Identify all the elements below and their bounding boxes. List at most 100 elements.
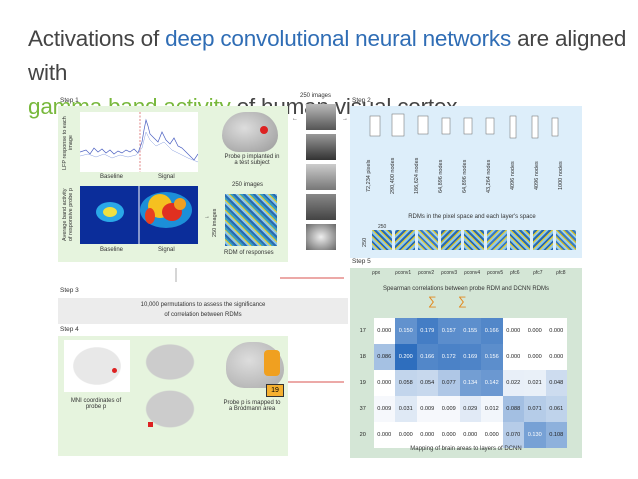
step1-label: Step 1: [60, 97, 79, 104]
stimulus-image: [306, 104, 336, 130]
heatmap-row-label: 20: [359, 432, 366, 438]
band-signal-label: Signal: [158, 247, 175, 253]
sum-icon: ∑: [428, 294, 437, 308]
rdm-thumb: [533, 230, 553, 250]
step5-label: Step 5: [352, 258, 371, 265]
probe-marker-icon: [260, 126, 268, 134]
rho-fc8: ρfc8: [556, 270, 566, 276]
lfp-trace: [79, 112, 199, 172]
band-baseline-label: Baseline: [100, 247, 124, 253]
rdm-thumb: [395, 230, 415, 250]
probe-marker-icon: [148, 422, 153, 427]
spearman-caption: Spearman correlations between probe RDM …: [382, 286, 550, 292]
arrow-left-icon: ←: [292, 116, 298, 122]
title-part3: are aligned with: [28, 26, 627, 85]
stimulus-image: [306, 194, 336, 220]
heatmap-cell: 0.000: [395, 422, 417, 448]
lfp-baseline-label: Baseline: [100, 174, 124, 180]
heatmap-cell: 0.048: [545, 370, 567, 396]
rho-conv3: ρconv3: [441, 270, 458, 276]
heatmap-cell: 0.009: [373, 396, 395, 422]
rdm-thumb: [487, 230, 507, 250]
heatmap-cell: 0.172: [438, 344, 460, 370]
rdm-thumb: [372, 230, 392, 250]
heatmap-cell: 0.000: [545, 344, 567, 370]
top-images-label: 250 images: [300, 93, 332, 99]
heatmap-cell: 0.000: [416, 422, 438, 448]
brain-back-view: [140, 386, 200, 432]
rdm-thumb: [441, 230, 461, 250]
spectrogram-image: [80, 186, 198, 244]
brodmann-area-badge: 19: [266, 384, 284, 397]
heatmap-cell: 0.021: [524, 370, 546, 396]
heatmap-cell: 0.000: [502, 318, 524, 344]
heatmap-cell: 0.000: [373, 370, 395, 396]
rho-px: ρpx: [372, 270, 381, 276]
brodmann-brain: [226, 342, 284, 388]
stimulus-image: [306, 134, 336, 160]
rdm-dim-top: 250: [378, 224, 387, 230]
heatmap-cell: 0.009: [438, 396, 460, 422]
heatmap-cell: 0.061: [545, 396, 567, 422]
rho-fc7: ρfc7: [533, 270, 543, 276]
heatmap-cell: 0.054: [416, 370, 438, 396]
heatmap-cell: 0.070: [502, 422, 524, 448]
layer-rdms: [372, 230, 578, 254]
heatmap-cell: 0.000: [481, 422, 503, 448]
rho-conv1: ρconv1: [395, 270, 412, 276]
heatmap-cell: 0.086: [373, 344, 395, 370]
heatmap-cell: 0.000: [545, 318, 567, 344]
rdm-caption: RDMs in the pixel space and each layer's…: [408, 214, 536, 220]
heatmap-row-label: 19: [359, 380, 366, 386]
brain-side-view: [64, 340, 130, 392]
dcnn-architecture: [369, 113, 559, 139]
heatmap-cell: 0.058: [395, 370, 417, 396]
step3-panel: [58, 298, 348, 324]
heatmap-cell: 0.157: [438, 318, 460, 344]
heatmap-cell: 0.179: [416, 318, 438, 344]
heatmap-footer: Mapping of brain areas to layers of DCNN: [410, 446, 522, 452]
title-highlight-dcnn: deep convolutional neural networks: [165, 26, 512, 51]
rdm-thumb: [464, 230, 484, 250]
step4-label: Step 4: [60, 326, 79, 333]
heatmap-cell: 0.130: [524, 422, 546, 448]
heatmap-cell: 0.031: [395, 396, 417, 422]
heatmap-cell: 0.000: [438, 422, 460, 448]
arrow-right-icon: →: [342, 116, 348, 122]
rho-conv4: ρconv4: [464, 270, 481, 276]
title-part1: Activations of: [28, 26, 166, 51]
brain-top-view: [140, 340, 200, 384]
heatmap-row-label: 37: [359, 406, 366, 412]
heatmap-cell: 0.012: [481, 396, 503, 422]
heatmap-cell: 0.009: [416, 396, 438, 422]
heatmap-cell: 0.155: [459, 318, 481, 344]
step3-text-line2: of correlation between RDMs: [164, 312, 242, 318]
heatmap-row-label: 17: [359, 328, 366, 334]
heatmap-cell: 0.156: [481, 344, 503, 370]
heatmap-cell: 0.142: [481, 370, 503, 396]
lfp-chart: [79, 112, 199, 172]
heatmap-cell: 0.000: [373, 318, 395, 344]
rho-fc6: ρfc6: [510, 270, 520, 276]
probe-implanted-text: Probe p implanted in a test subject: [224, 154, 280, 166]
rdm-thumb: [418, 230, 438, 250]
heatmap-cell: 0.166: [481, 318, 503, 344]
heatmap-row-label: 18: [359, 354, 366, 360]
rho-conv2: ρconv2: [418, 270, 435, 276]
lfp-signal-label: Signal: [158, 174, 175, 180]
rdm-images-label: 250 images: [232, 182, 264, 188]
rdm-responses-label: RDM of responses: [224, 250, 274, 256]
heatmap-cell: 0.000: [524, 344, 546, 370]
step3-text-line1: 10,000 permutations to assess the signif…: [140, 302, 266, 308]
heatmap-cell: 0.000: [373, 422, 395, 448]
arrow-to-rdm-icon: →: [204, 214, 210, 220]
stimulus-image: [306, 224, 336, 250]
heatmap-cell: 0.166: [416, 344, 438, 370]
probe-mapped-text: Probe p is mapped to a Brodmann area: [223, 400, 281, 412]
heatmap-cell: 0.169: [459, 344, 481, 370]
